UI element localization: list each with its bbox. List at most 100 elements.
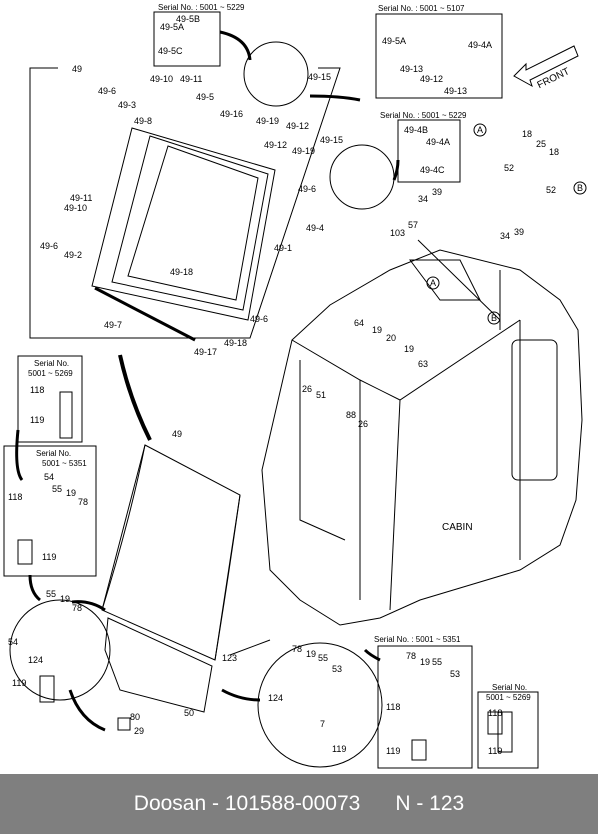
svg-text:49-6: 49-6 (250, 314, 268, 324)
svg-text:49-15: 49-15 (320, 135, 343, 145)
svg-text:49: 49 (172, 429, 182, 439)
svg-text:88: 88 (346, 410, 356, 420)
svg-text:78: 78 (78, 497, 88, 507)
svg-text:49: 49 (72, 64, 82, 74)
serial-range-5269-bottom: 5001 ~ 5269 (486, 693, 531, 702)
svg-text:124: 124 (268, 693, 283, 703)
svg-text:A: A (430, 278, 436, 288)
svg-text:19: 19 (404, 344, 414, 354)
svg-text:49-5: 49-5 (196, 92, 214, 102)
serial-label-no-2: Serial No. (36, 449, 71, 458)
exploded-view-svg: Serial No. : 5001 ~ 5229 Serial No. : 50… (3, 3, 587, 769)
svg-text:119: 119 (30, 415, 44, 425)
serial-range-5269-left: 5001 ~ 5269 (28, 369, 73, 378)
serial-label-no-1: Serial No. (34, 359, 69, 368)
serial-box-5269-left (17, 355, 83, 443)
svg-text:34: 34 (418, 194, 428, 204)
inset-circle-top (243, 41, 309, 107)
svg-text:78: 78 (406, 651, 416, 661)
svg-text:49-6: 49-6 (298, 184, 316, 194)
svg-text:49-6: 49-6 (40, 241, 58, 251)
lower-glass-panel (104, 617, 213, 713)
serial-label-5229-right: Serial No. : 5001 ~ 5229 (380, 111, 467, 120)
svg-text:49-2: 49-2 (64, 250, 82, 260)
svg-text:A: A (477, 125, 483, 135)
svg-text:52: 52 (546, 185, 556, 195)
svg-text:49-16: 49-16 (220, 109, 243, 119)
svg-text:49-5B: 49-5B (176, 14, 200, 24)
svg-text:19: 19 (66, 488, 76, 498)
svg-text:25: 25 (536, 139, 546, 149)
svg-text:19: 19 (60, 594, 70, 604)
serial-box-5351-left (3, 445, 97, 577)
svg-text:49-19: 49-19 (292, 146, 315, 156)
footer-separator: - (206, 792, 225, 815)
footer-bar: Doosan - 101588-00073 N - 123 (0, 774, 598, 834)
svg-text:123: 123 (222, 653, 237, 663)
svg-text:118: 118 (488, 708, 502, 718)
svg-text:20: 20 (386, 333, 396, 343)
svg-text:53: 53 (332, 664, 342, 674)
svg-text:49-12: 49-12 (286, 121, 309, 131)
svg-text:119: 119 (488, 746, 502, 756)
svg-text:54: 54 (8, 637, 18, 647)
svg-text:54: 54 (44, 472, 54, 482)
svg-text:39: 39 (432, 187, 442, 197)
svg-text:19: 19 (306, 649, 316, 659)
svg-text:49-4A: 49-4A (426, 137, 450, 147)
svg-text:64: 64 (354, 318, 364, 328)
svg-text:119: 119 (332, 744, 346, 754)
svg-text:52: 52 (504, 163, 514, 173)
inset-circle-bottom (257, 642, 383, 768)
serial-label-no-3: Serial No. (492, 683, 527, 692)
svg-text:49-7: 49-7 (104, 320, 122, 330)
cabin-label: CABIN (442, 522, 473, 533)
svg-text:29: 29 (134, 726, 144, 736)
svg-text:49-18: 49-18 (170, 267, 193, 277)
serial-label-5351-bottom: Serial No. : 5001 ~ 5351 (374, 635, 461, 644)
svg-text:49-5C: 49-5C (158, 46, 183, 56)
footer-part-number: 101588-00073 (224, 792, 361, 815)
window-glass (91, 127, 276, 321)
svg-text:63: 63 (418, 359, 428, 369)
svg-text:49-11: 49-11 (70, 193, 92, 203)
part-labels: 49-5B 49-5A 49-5C 49 49-10 49-11 49-6 49… (8, 14, 583, 756)
svg-text:49-17: 49-17 (194, 347, 217, 357)
svg-text:B: B (577, 183, 583, 193)
svg-text:19: 19 (372, 325, 382, 335)
svg-text:49-5A: 49-5A (382, 36, 406, 46)
svg-text:49-12: 49-12 (264, 140, 287, 150)
svg-text:B: B (491, 313, 497, 323)
svg-text:49-10: 49-10 (64, 203, 87, 213)
svg-text:49-13: 49-13 (400, 64, 423, 74)
parts-diagram: Serial No. : 5001 ~ 5229 Serial No. : 50… (3, 3, 587, 769)
svg-text:57: 57 (408, 220, 418, 230)
serial-box-5351-bottom (377, 645, 473, 769)
svg-text:49-11: 49-11 (180, 74, 202, 84)
svg-text:55: 55 (52, 484, 62, 494)
svg-text:49-4A: 49-4A (468, 40, 492, 50)
serial-range-5351-left: 5001 ~ 5351 (42, 459, 87, 468)
svg-text:49-4B: 49-4B (404, 125, 428, 135)
svg-text:49-10: 49-10 (150, 74, 173, 84)
detail-frame-left (29, 67, 341, 339)
svg-text:119: 119 (386, 746, 400, 756)
svg-text:34: 34 (500, 231, 510, 241)
cabin-outline (261, 249, 583, 626)
svg-text:78: 78 (292, 644, 302, 654)
svg-text:49-19: 49-19 (256, 116, 279, 126)
svg-text:7: 7 (320, 719, 325, 729)
svg-text:53: 53 (450, 669, 460, 679)
svg-text:119: 119 (12, 678, 26, 688)
svg-text:118: 118 (386, 702, 400, 712)
svg-text:103: 103 (390, 228, 405, 238)
svg-text:55: 55 (46, 589, 56, 599)
svg-text:118: 118 (8, 492, 22, 502)
svg-text:80: 80 (130, 712, 140, 722)
svg-text:51: 51 (316, 390, 326, 400)
serial-box-5269-bottom (477, 691, 539, 769)
svg-text:18: 18 (549, 147, 559, 157)
svg-text:49-6: 49-6 (98, 86, 116, 96)
svg-text:49-15: 49-15 (308, 72, 331, 82)
svg-text:78: 78 (72, 603, 82, 613)
